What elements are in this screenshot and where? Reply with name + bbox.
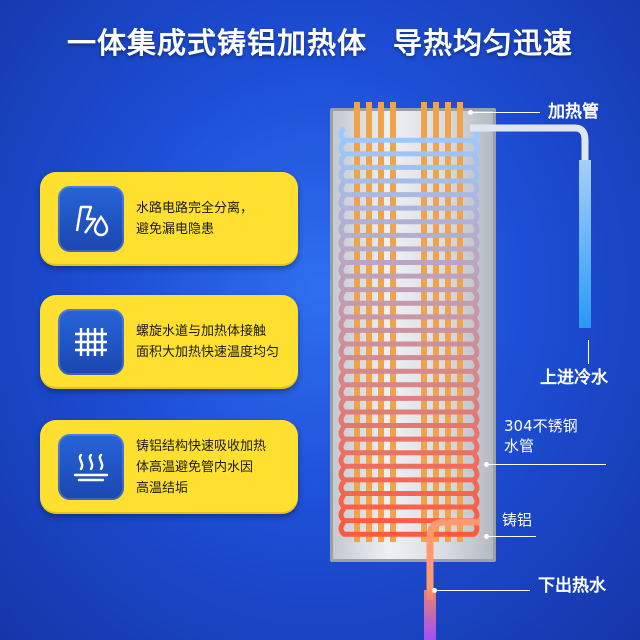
- title-part1: 一体集成式铸铝加热体: [66, 26, 367, 60]
- heating-rod: [378, 102, 384, 542]
- feature-card-cast-aluminum: 铸铝结构快速吸收加热 体高温避免管内水因 高温结垢: [40, 420, 298, 514]
- callout-heating-tube: 加热管: [548, 102, 599, 122]
- feature-icon-box: [58, 434, 124, 500]
- callout-line: [434, 590, 530, 591]
- callout-line: [486, 464, 606, 465]
- coil-turn: [338, 425, 480, 442]
- coil-turn: [338, 398, 480, 415]
- coil-turn: [338, 466, 480, 483]
- feature-card-water-electric: 水路电路完全分离， 避免漏电隐患: [40, 172, 298, 266]
- coil-turn: [338, 262, 480, 279]
- feature-line: 体高温避免管内水因: [136, 459, 254, 475]
- callout-pipe-line2: 水管: [504, 437, 535, 455]
- coil-turn: [338, 330, 480, 347]
- callout-cold-water-in: 上进冷水: [540, 368, 608, 388]
- coil-turn: [338, 411, 480, 429]
- feature-line: 铸铝结构快速吸收加热: [136, 438, 267, 454]
- feature-icon-box: [58, 186, 124, 252]
- coil-turn: [338, 248, 480, 266]
- callout-pipe-line1: 304不锈钢: [504, 417, 578, 435]
- page-title: 一体集成式铸铝加热体导热均匀迅速: [0, 20, 640, 62]
- callout-line: [486, 536, 536, 537]
- feature-line: 螺旋水道与加热体接触: [136, 324, 267, 339]
- heating-rods: [354, 102, 463, 542]
- feature-text: 水路电路完全分离， 避免漏电隐患: [136, 172, 294, 266]
- callout-pipe-material: 304不锈钢 水管: [504, 416, 578, 456]
- coil-turn: [338, 520, 480, 537]
- feature-line: 高温结垢: [136, 480, 189, 496]
- feature-line: 避免漏电隐患: [136, 222, 215, 237]
- callout-line: [470, 112, 540, 113]
- feature-card-spiral-channel: 螺旋水道与加热体接触 面积大加热快速温度均匀: [40, 295, 298, 389]
- feature-text: 铸铝结构快速吸收加热 体高温避免管内水因 高温结垢: [136, 420, 294, 514]
- coil-turn: [338, 235, 480, 252]
- coil-turn: [338, 316, 480, 333]
- heating-rod: [354, 102, 360, 542]
- callout-line: [588, 340, 589, 364]
- coil-turn: [338, 221, 480, 238]
- coil-turn: [338, 139, 480, 157]
- coil-turn: [338, 506, 480, 524]
- coil-turn: [338, 343, 480, 361]
- coil-turn: [338, 207, 480, 225]
- feature-line: 面积大加热快速温度均匀: [136, 345, 280, 360]
- coil-turn: [338, 180, 480, 198]
- coil-turn: [338, 289, 480, 306]
- coil-turn: [338, 384, 480, 401]
- coil-turn: [338, 302, 480, 320]
- hot-water-stream: [424, 590, 436, 640]
- callout-hot-water-out: 下出热水: [538, 576, 606, 596]
- heating-rod: [445, 102, 451, 542]
- coil-turn: [338, 194, 480, 211]
- spiral-pipe-grid-icon: [75, 328, 107, 356]
- heating-rod: [421, 102, 427, 542]
- coil-turn: [338, 167, 480, 184]
- coil-turn: [338, 357, 480, 374]
- callout-cast-aluminum: 铸铝: [502, 511, 533, 529]
- feature-line: 水路电路完全分离，: [136, 201, 254, 216]
- outlet-pipe-bend: [426, 518, 480, 600]
- feature-text: 螺旋水道与加热体接触 面积大加热快速温度均匀: [136, 295, 294, 389]
- water-electric-separation-icon: [75, 205, 109, 237]
- coil-turn: [338, 452, 480, 469]
- coil-turn: [338, 153, 480, 170]
- heating-rod: [457, 102, 463, 542]
- heating-rod: [390, 102, 396, 542]
- coil-turn: [338, 370, 480, 388]
- coil-turn: [338, 438, 480, 456]
- spiral-pipe-coils: [338, 126, 480, 537]
- inlet-pipe-bend: [470, 124, 589, 160]
- coil-turn: [338, 479, 480, 496]
- coil-turn: [338, 126, 480, 143]
- cold-water-stream: [579, 160, 591, 328]
- feature-icon-box: [58, 309, 124, 375]
- heating-rod: [366, 102, 372, 542]
- coil-turn: [338, 275, 480, 293]
- coil-turn: [338, 493, 480, 510]
- title-part2: 导热均匀迅速: [393, 26, 574, 60]
- heating-rod: [433, 102, 439, 542]
- heat-waves-icon: [73, 453, 109, 482]
